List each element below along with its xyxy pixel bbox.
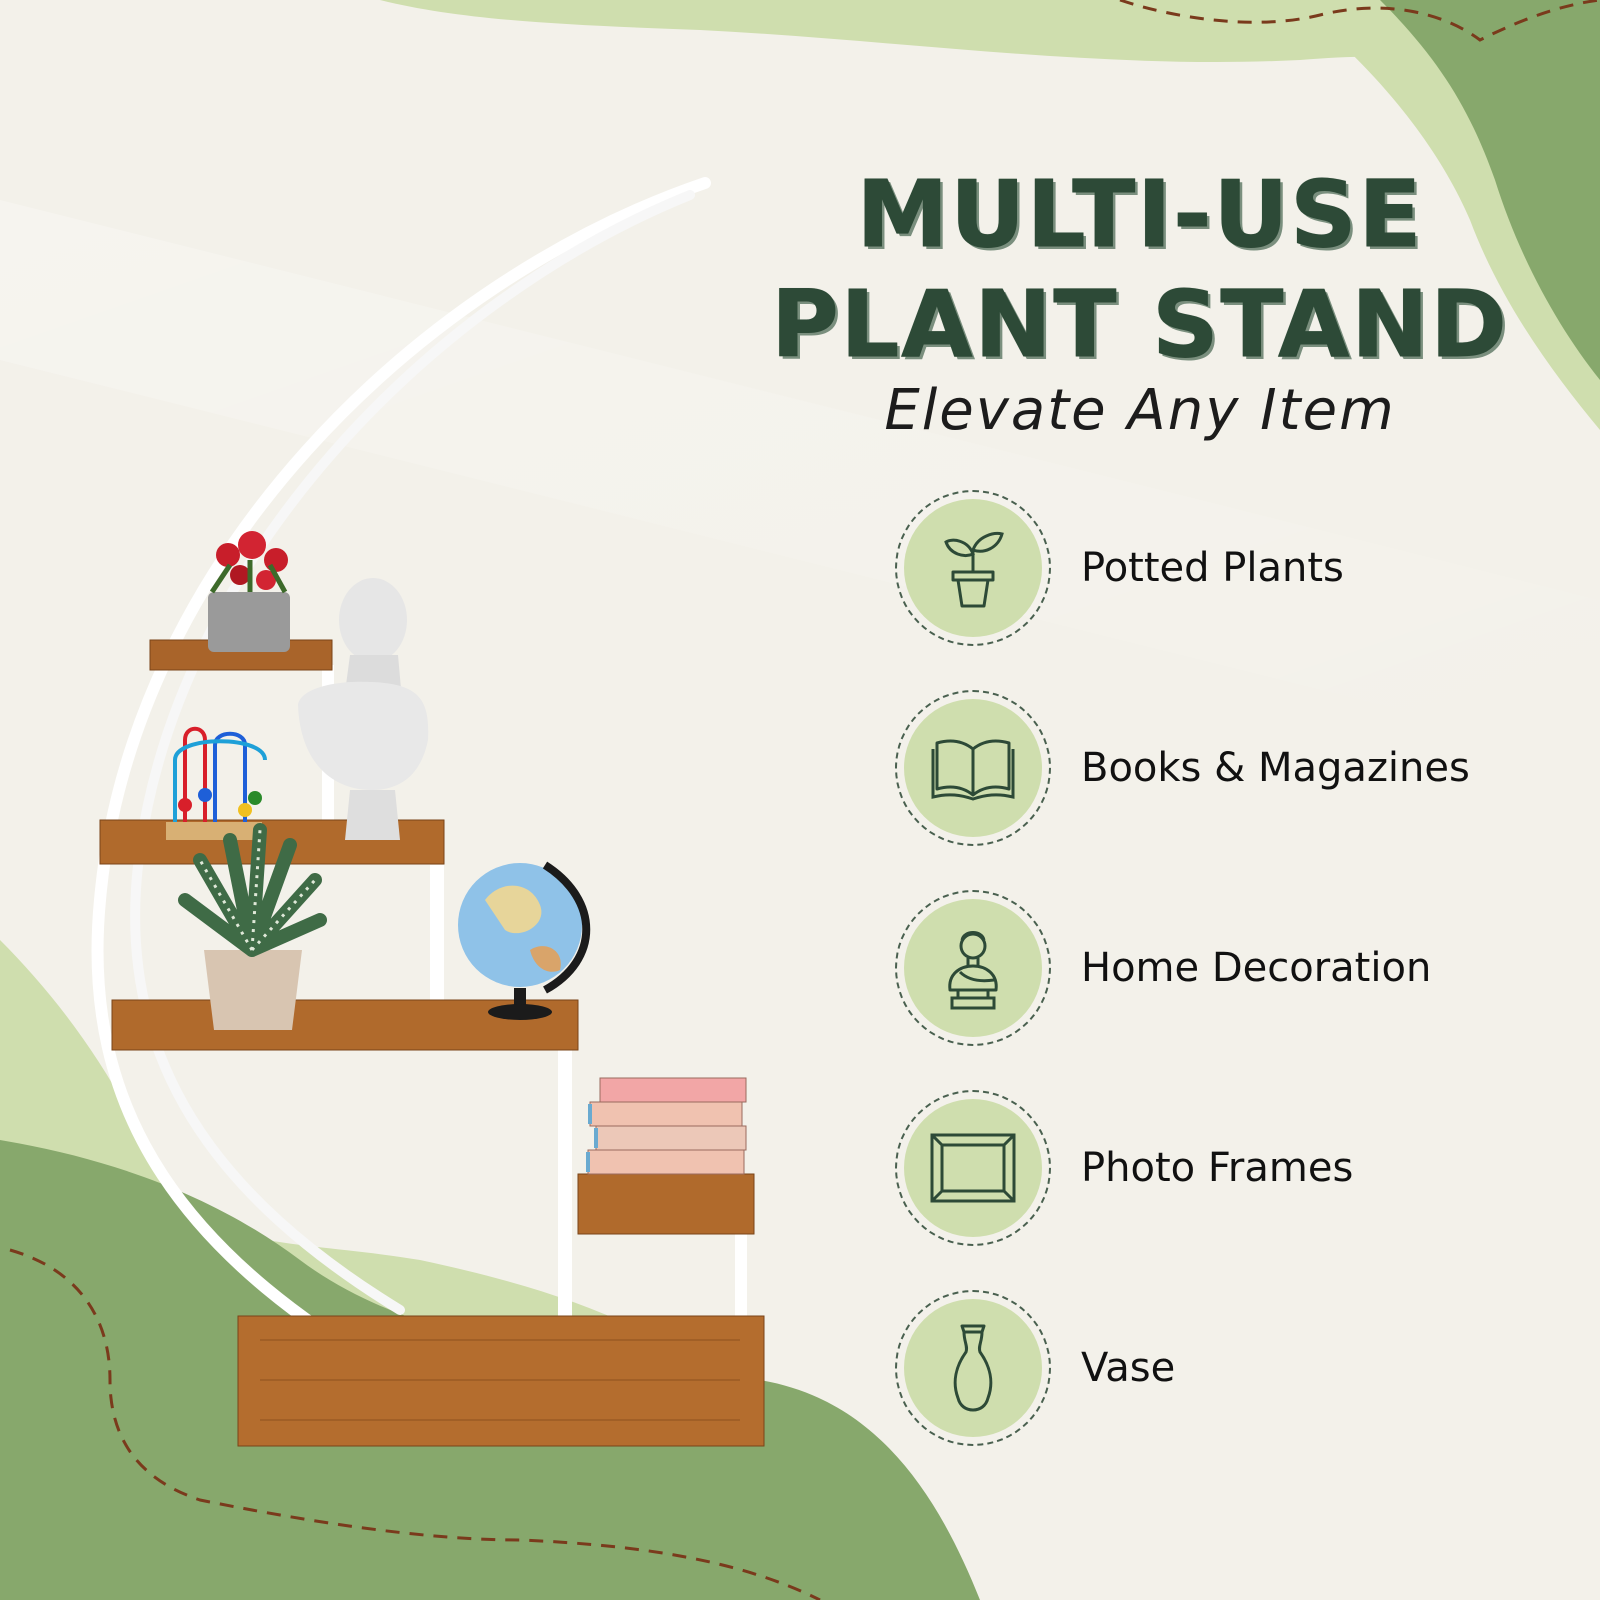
title-line-2: PLANT STAND (771, 271, 1509, 379)
vase-icon (953, 1324, 993, 1412)
bust-statue-icon (948, 931, 998, 1010)
feature-label: Books & Magazines (1081, 745, 1470, 791)
title-line-1: MULTI-USE (856, 161, 1424, 269)
globe (458, 861, 591, 1020)
feature-label: Vase (1081, 1345, 1176, 1391)
subtitle: Elevate Any Item (884, 378, 1396, 443)
succulent-plant (178, 823, 327, 1030)
shelf-fourth (577, 1173, 755, 1235)
red-flowers (209, 531, 288, 594)
plant-stand-illustration (91, 177, 765, 1447)
page-title: MULTI-USE PLANT STAND (760, 160, 1520, 380)
photo-frame-icon (930, 1133, 1016, 1203)
bust-sculpture (298, 578, 429, 840)
feature-item-home-decoration: Home Decoration (895, 890, 1555, 1046)
feature-item-vase: Vase (895, 1290, 1555, 1446)
feature-badge (895, 490, 1051, 646)
feature-item-potted-plants: Potted Plants (895, 490, 1555, 646)
feature-item-books-magazines: Books & Magazines (895, 690, 1555, 846)
stand-leg (430, 865, 444, 1035)
feature-badge (895, 1090, 1051, 1246)
stand-inner-arc (130, 190, 695, 1315)
bead-maze-toy (166, 726, 267, 840)
book-stack (586, 1077, 747, 1175)
feature-badge (895, 1290, 1051, 1446)
flower-pot (208, 592, 290, 652)
open-book-icon (931, 739, 1015, 801)
feature-badge (895, 690, 1051, 846)
feature-item-photo-frames: Photo Frames (895, 1090, 1555, 1246)
feature-badge (895, 890, 1051, 1046)
feature-label: Photo Frames (1081, 1145, 1354, 1191)
feature-label: Home Decoration (1081, 945, 1432, 991)
potted-plant-icon (944, 532, 1004, 608)
stand-leg (558, 1050, 572, 1390)
feature-label: Potted Plants (1081, 545, 1344, 591)
